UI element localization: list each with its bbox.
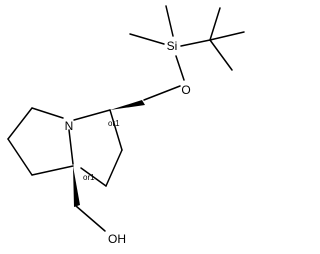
bond-ch2-oh bbox=[75, 205, 106, 232]
bond-c7a-n bbox=[68, 129, 74, 165]
wedge-c3-ch2 bbox=[110, 100, 145, 110]
bond-c6-c7 bbox=[7, 138, 33, 176]
bond-c2-c1 bbox=[105, 149, 123, 187]
atom-o-ether-label: O bbox=[181, 83, 190, 97]
atom-si-label: Si bbox=[167, 39, 178, 53]
bond-c3-n bbox=[73, 109, 111, 121]
bond-tbu-c-me-down bbox=[209, 39, 233, 71]
stereo-c7a-label: or1 bbox=[83, 173, 95, 182]
atom-oh-label: OH bbox=[108, 232, 126, 246]
molecule-structure: Si O N OH or1 or1 bbox=[7, 5, 245, 246]
stereo-c3-label: or1 bbox=[108, 119, 120, 128]
bond-c3-c2 bbox=[109, 109, 123, 151]
bond-c5-c6 bbox=[7, 107, 33, 140]
bond-si-me-left bbox=[129, 33, 165, 45]
atom-n-label: N bbox=[65, 119, 74, 133]
bond-o-ch2 bbox=[143, 85, 181, 101]
bond-tbu-c-me-up bbox=[209, 7, 221, 41]
bond-si-o bbox=[175, 55, 185, 81]
bond-n-c5 bbox=[31, 107, 64, 119]
bond-si-me-upper bbox=[165, 5, 174, 37]
bond-c1-c7a bbox=[80, 167, 107, 187]
bond-c7-c7a bbox=[31, 165, 74, 176]
wedge-c7a-ch2 bbox=[73, 166, 80, 207]
bond-si-tbu bbox=[180, 39, 211, 47]
bond-tbu-c-me-right bbox=[209, 31, 245, 41]
